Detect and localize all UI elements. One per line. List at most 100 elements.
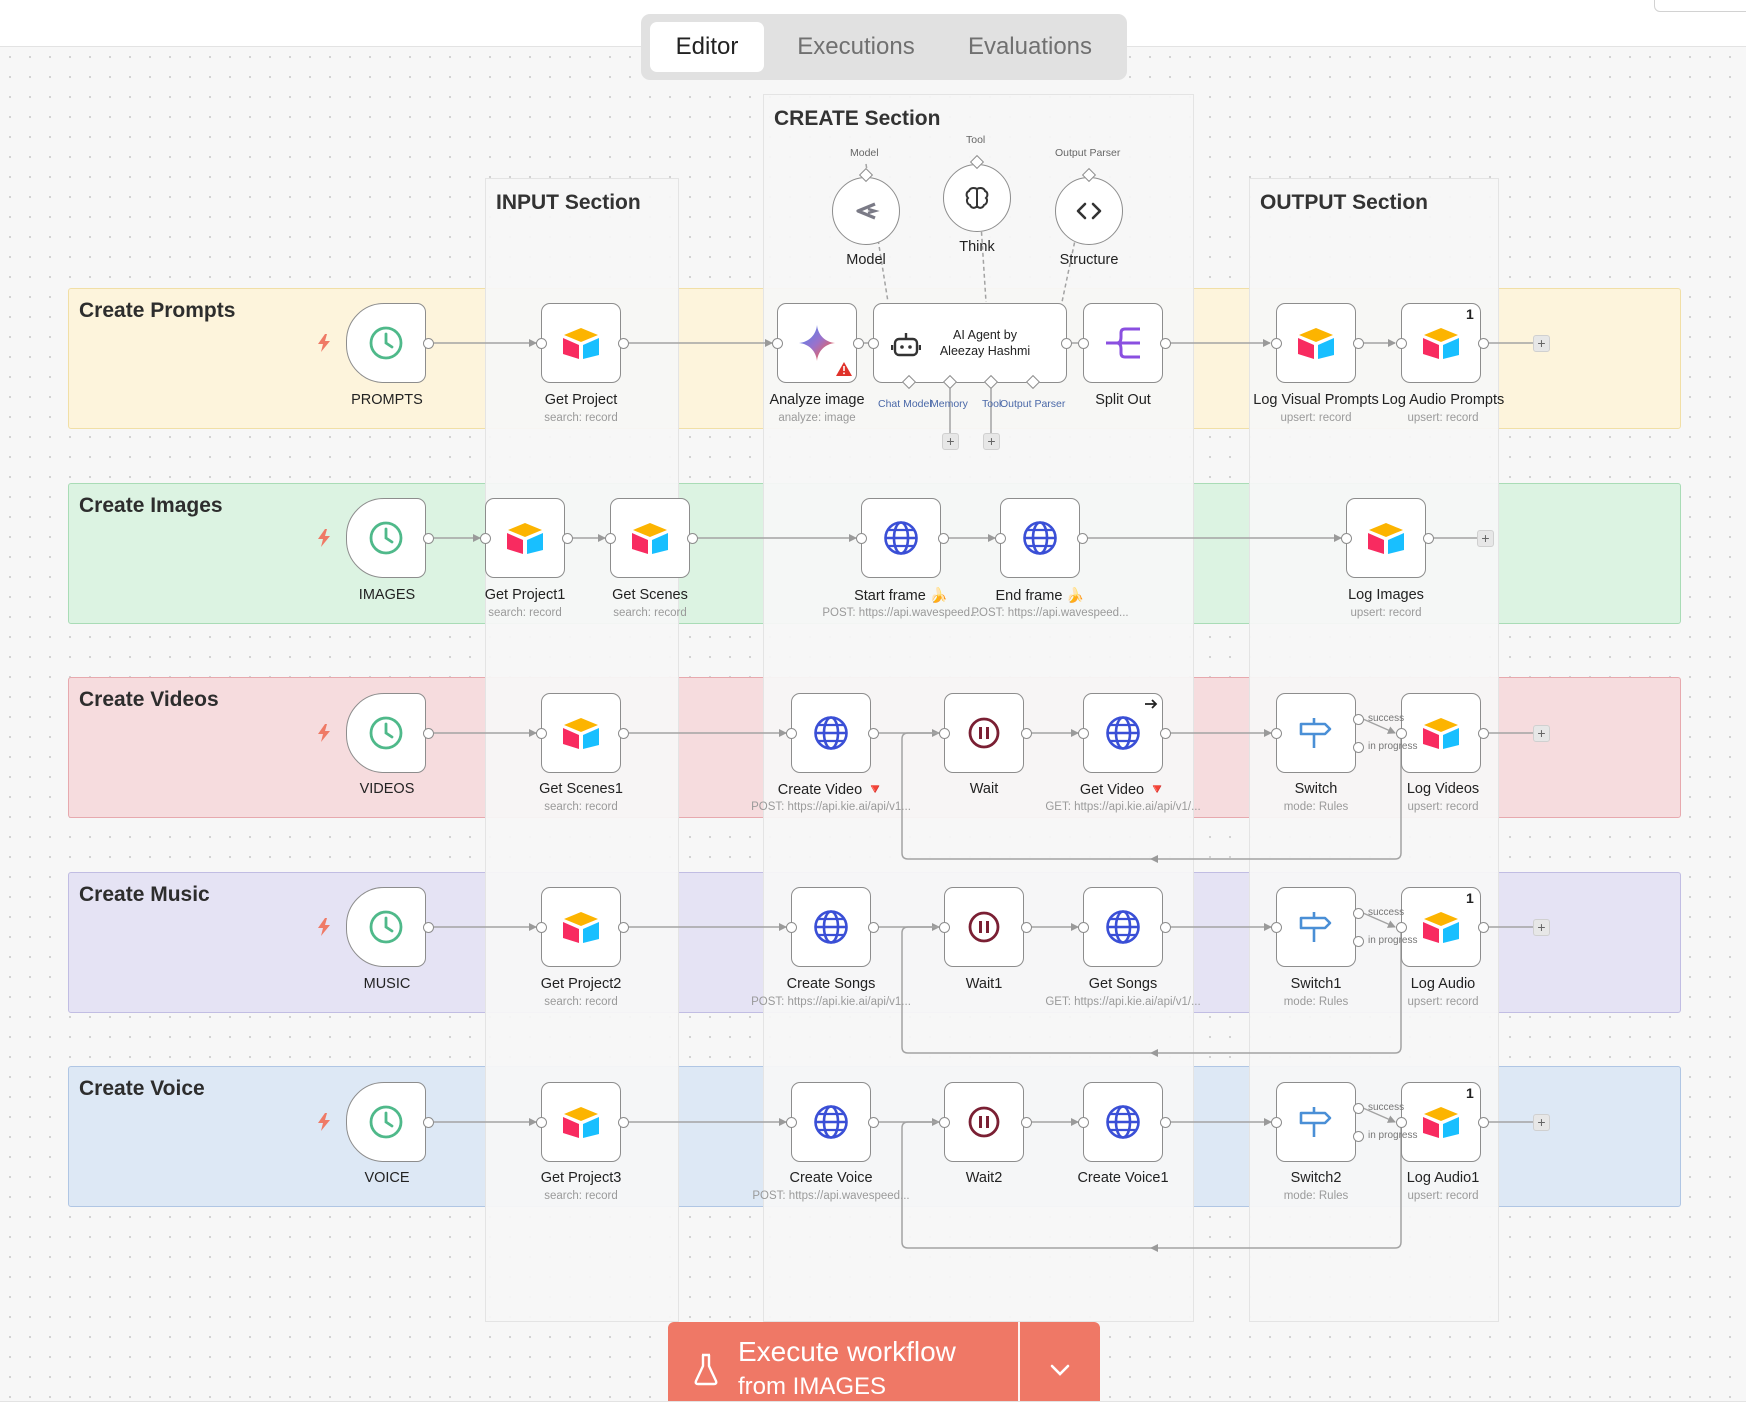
output-port[interactable] bbox=[423, 1117, 434, 1128]
execute-options-dropdown[interactable] bbox=[1020, 1322, 1100, 1401]
videos-trigger-node[interactable] bbox=[346, 693, 426, 773]
add-node-button[interactable]: + bbox=[1477, 530, 1494, 547]
voice-trigger-node[interactable] bbox=[346, 1082, 426, 1162]
switch-node[interactable] bbox=[1276, 693, 1356, 773]
output-port[interactable] bbox=[618, 922, 629, 933]
add-memory-button[interactable]: + bbox=[942, 433, 959, 450]
input-port[interactable] bbox=[786, 728, 797, 739]
output-port[interactable] bbox=[1021, 922, 1032, 933]
output-port[interactable] bbox=[853, 338, 864, 349]
in-progress-output-port[interactable] bbox=[1353, 1131, 1364, 1142]
input-port[interactable] bbox=[1271, 1117, 1282, 1128]
output-port[interactable] bbox=[1478, 728, 1489, 739]
think-subnode[interactable] bbox=[943, 164, 1011, 232]
input-port[interactable] bbox=[536, 922, 547, 933]
output-port[interactable] bbox=[423, 922, 434, 933]
create-songs-node[interactable] bbox=[791, 887, 871, 967]
output-port[interactable] bbox=[1021, 728, 1032, 739]
input-port[interactable] bbox=[1271, 922, 1282, 933]
output-port[interactable] bbox=[423, 338, 434, 349]
output-port[interactable] bbox=[1021, 1117, 1032, 1128]
log-videos-node[interactable] bbox=[1401, 693, 1481, 773]
switch2-node[interactable] bbox=[1276, 1082, 1356, 1162]
input-port[interactable] bbox=[856, 533, 867, 544]
input-port[interactable] bbox=[536, 1117, 547, 1128]
log-images-node[interactable] bbox=[1346, 498, 1426, 578]
workflow-canvas[interactable]: Create Prompts Create Images Create Vide… bbox=[0, 47, 1746, 1401]
log-audio1-node[interactable] bbox=[1401, 1082, 1481, 1162]
tab-evaluations[interactable]: Evaluations bbox=[967, 33, 1093, 60]
add-node-button[interactable]: + bbox=[1533, 725, 1550, 742]
get-scenes-node[interactable] bbox=[610, 498, 690, 578]
ai-agent-node[interactable]: AI Agent by Aleezay Hashmi bbox=[873, 303, 1067, 383]
success-output-port[interactable] bbox=[1353, 908, 1364, 919]
get-scenes1-node[interactable] bbox=[541, 693, 621, 773]
input-port[interactable] bbox=[536, 728, 547, 739]
input-port[interactable] bbox=[1078, 338, 1089, 349]
input-port[interactable] bbox=[786, 1117, 797, 1128]
log-audio-node[interactable] bbox=[1401, 887, 1481, 967]
analyze-image-node[interactable] bbox=[777, 303, 857, 383]
top-right-control[interactable] bbox=[1654, 0, 1746, 12]
output-port[interactable] bbox=[423, 728, 434, 739]
output-port[interactable] bbox=[868, 922, 879, 933]
input-port[interactable] bbox=[1396, 922, 1407, 933]
output-port[interactable] bbox=[1061, 338, 1072, 349]
output-port[interactable] bbox=[423, 533, 434, 544]
get-video-node[interactable] bbox=[1083, 693, 1163, 773]
input-port[interactable] bbox=[1078, 922, 1089, 933]
input-port[interactable] bbox=[786, 922, 797, 933]
add-node-button[interactable]: + bbox=[1533, 919, 1550, 936]
end-frame-node[interactable] bbox=[1000, 498, 1080, 578]
in-progress-output-port[interactable] bbox=[1353, 742, 1364, 753]
input-port[interactable] bbox=[1271, 728, 1282, 739]
output-port[interactable] bbox=[868, 728, 879, 739]
tab-editor[interactable]: Editor bbox=[650, 22, 764, 72]
get-project1-node[interactable] bbox=[485, 498, 565, 578]
success-output-port[interactable] bbox=[1353, 714, 1364, 725]
start-frame-node[interactable] bbox=[861, 498, 941, 578]
output-port[interactable] bbox=[687, 533, 698, 544]
output-port[interactable] bbox=[1478, 338, 1489, 349]
tab-executions[interactable]: Executions bbox=[797, 33, 915, 60]
split-out-node[interactable] bbox=[1083, 303, 1163, 383]
get-project3-node[interactable] bbox=[541, 1082, 621, 1162]
output-port[interactable] bbox=[1160, 922, 1171, 933]
input-port[interactable] bbox=[1396, 1117, 1407, 1128]
input-port[interactable] bbox=[1078, 1117, 1089, 1128]
add-node-button[interactable]: + bbox=[1533, 335, 1550, 352]
output-port[interactable] bbox=[1160, 1117, 1171, 1128]
input-port[interactable] bbox=[1271, 338, 1282, 349]
output-port[interactable] bbox=[618, 338, 629, 349]
get-project2-node[interactable] bbox=[541, 887, 621, 967]
input-port[interactable] bbox=[605, 533, 616, 544]
create-voice1-node[interactable] bbox=[1083, 1082, 1163, 1162]
input-port[interactable] bbox=[1396, 338, 1407, 349]
input-port[interactable] bbox=[995, 533, 1006, 544]
add-tool-button[interactable]: + bbox=[983, 433, 1000, 450]
switch1-node[interactable] bbox=[1276, 887, 1356, 967]
input-port[interactable] bbox=[1396, 728, 1407, 739]
input-port[interactable] bbox=[536, 338, 547, 349]
in-progress-output-port[interactable] bbox=[1353, 936, 1364, 947]
wait1-node[interactable] bbox=[944, 887, 1024, 967]
wait-node[interactable] bbox=[944, 693, 1024, 773]
music-trigger-node[interactable] bbox=[346, 887, 426, 967]
input-port[interactable] bbox=[939, 922, 950, 933]
structure-subnode[interactable] bbox=[1055, 177, 1123, 245]
output-port[interactable] bbox=[1478, 922, 1489, 933]
output-port[interactable] bbox=[938, 533, 949, 544]
output-port[interactable] bbox=[1423, 533, 1434, 544]
input-port[interactable] bbox=[939, 1117, 950, 1128]
success-output-port[interactable] bbox=[1353, 1103, 1364, 1114]
log-audio-prompts-node[interactable] bbox=[1401, 303, 1481, 383]
output-port[interactable] bbox=[1160, 338, 1171, 349]
input-port[interactable] bbox=[480, 533, 491, 544]
create-video-node[interactable] bbox=[791, 693, 871, 773]
output-port[interactable] bbox=[618, 728, 629, 739]
input-port[interactable] bbox=[1078, 728, 1089, 739]
output-port[interactable] bbox=[618, 1117, 629, 1128]
input-port[interactable] bbox=[868, 338, 879, 349]
prompts-trigger-node[interactable] bbox=[346, 303, 426, 383]
output-port[interactable] bbox=[868, 1117, 879, 1128]
